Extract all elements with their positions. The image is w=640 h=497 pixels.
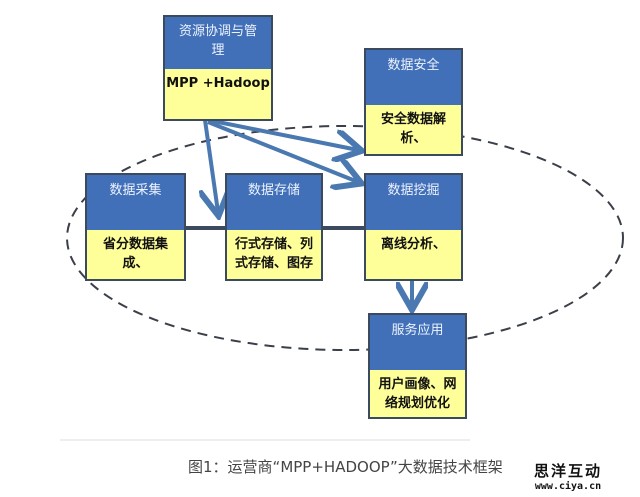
arrow-resource-to-security [207,118,358,150]
arrow-resource-to-mining [207,120,358,182]
arrow-resource-to-storage [205,119,218,212]
figure-caption: 图1：运营商“MPP+HADOOP”大数据技术框架 [188,458,503,476]
box-data-mining: 数据挖掘 离线分析、 [364,173,463,281]
box-content: 省分数据集成、 [87,230,184,279]
box-content: 安全数据解析、 [366,105,461,154]
dashed-boundary-ellipse [66,125,624,351]
logo-name: 思洋互动 [534,462,603,480]
box-data-security: 数据安全 安全数据解析、 [364,48,463,156]
box-content: 离线分析、 [366,230,461,279]
box-data-storage: 数据存储 行式存储、列式存储、图存 [225,173,323,281]
box-content: MPP +Hadoop [165,69,271,119]
box-title: 服务应用 [370,315,465,370]
watermark-logo: 思洋互动 www.ciya.cn [534,460,602,492]
logo-url: www.ciya.cn [534,481,602,492]
box-title: 数据存储 [227,175,321,230]
box-data-collection: 数据采集 省分数据集成、 [85,173,186,281]
box-title: 数据采集 [87,175,184,230]
box-title: 数据安全 [366,50,461,105]
box-title: 资源协调与管理 [165,17,271,69]
box-content: 行式存储、列式存储、图存 [227,230,321,279]
box-title: 数据挖掘 [366,175,461,230]
box-content: 用户画像、网络规划优化 [370,370,465,417]
box-service-application: 服务应用 用户画像、网络规划优化 [368,313,467,419]
box-resource-management: 资源协调与管理 MPP +Hadoop [163,15,273,121]
